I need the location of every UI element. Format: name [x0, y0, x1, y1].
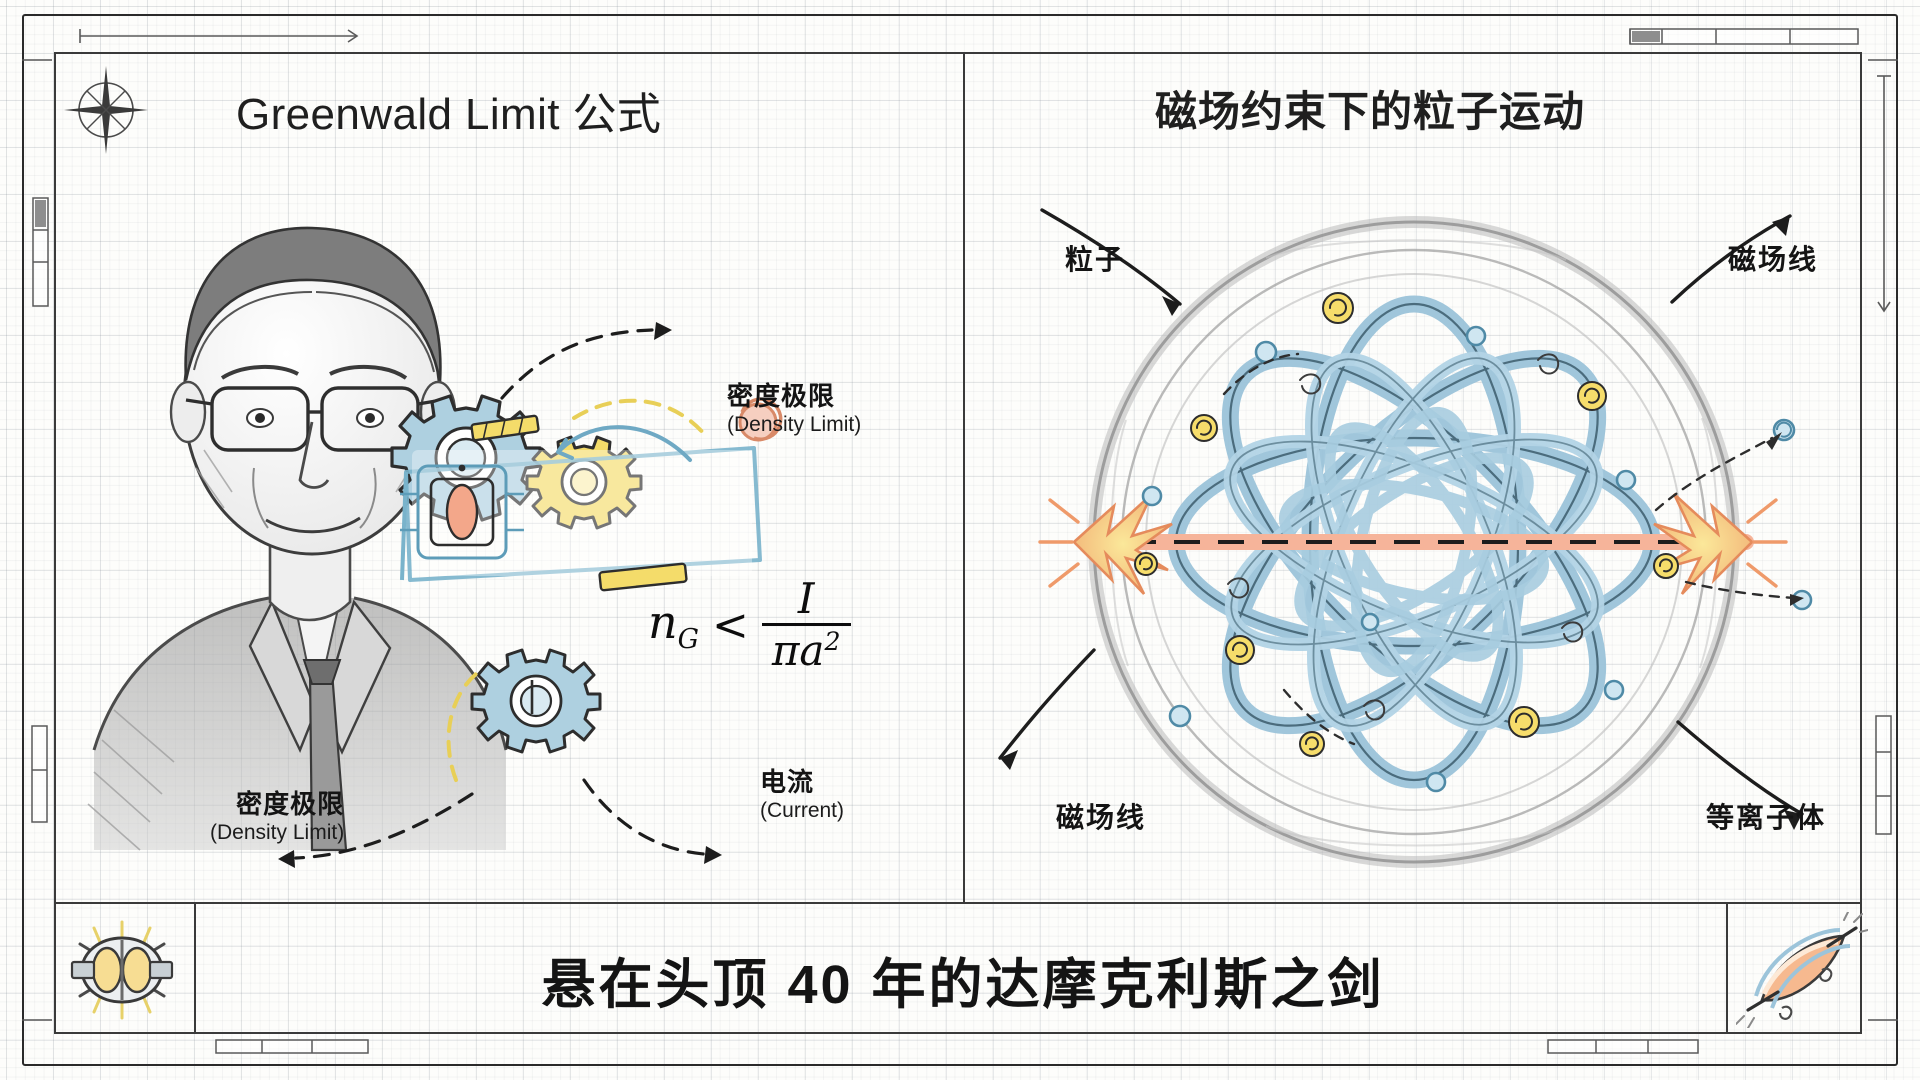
- footer-tick-left: [194, 902, 196, 1034]
- footer-tick-right: [1726, 902, 1728, 1034]
- label-density-limit-top: 密度极限 (Density Limit): [727, 381, 862, 436]
- formula-denominator: πa2: [771, 625, 841, 675]
- left-panel-title: Greenwald Limit 公式: [236, 90, 662, 139]
- compass-rose-icon: [64, 66, 148, 154]
- drafting-frame-outer: [22, 14, 1898, 1066]
- drafting-frame-inner: [54, 52, 1862, 1034]
- formula-fraction-bar: [761, 622, 851, 626]
- footer-divider-rule: [54, 902, 1862, 904]
- formula-fraction: I πa2: [761, 574, 851, 675]
- greenwald-formula: nG < I πa2: [648, 574, 851, 675]
- footer-banner-text: 悬在头顶 40 年的达摩克利斯之剑: [541, 955, 1385, 1015]
- label-plasma: 等离子体: [1706, 802, 1827, 833]
- label-particle: 粒子: [1065, 244, 1126, 275]
- label-field-line-bottom: 磁场线: [1056, 802, 1147, 833]
- formula-relation: <: [711, 599, 749, 651]
- panel-divider: [963, 52, 965, 902]
- right-panel-title: 磁场约束下的粒子运动: [1155, 88, 1586, 135]
- formula-lhs: nG: [648, 595, 699, 656]
- label-density-limit-bottom: 密度极限 (Density Limit): [210, 789, 345, 844]
- label-current: 电流 (Current): [760, 767, 845, 822]
- formula-numerator: I: [797, 574, 815, 623]
- label-field-line-top: 磁场线: [1728, 244, 1819, 275]
